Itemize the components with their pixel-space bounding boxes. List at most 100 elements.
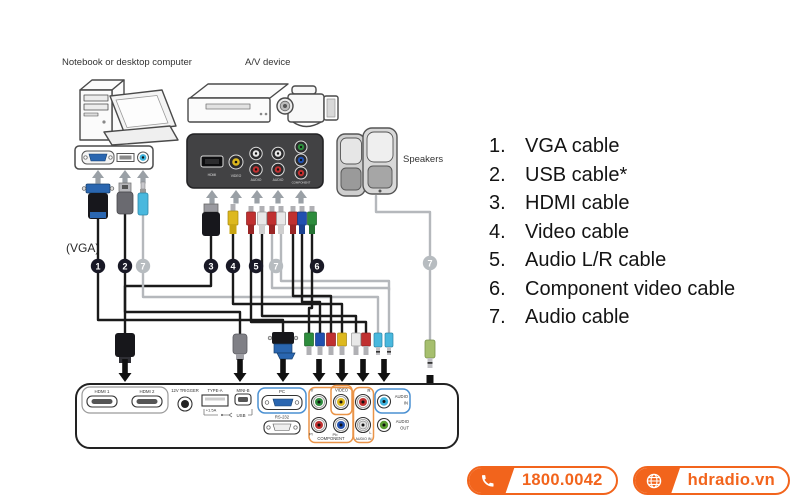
item-label: Component video cable	[525, 277, 736, 300]
item-label: HDMI cable	[525, 192, 630, 214]
svg-text:7: 7	[427, 258, 432, 268]
port-label-video: VIDEO	[335, 388, 349, 393]
projector-panel: HDMI 1 HDMI 2 12V TRIGGER TYPE-A +1.5A M…	[75, 383, 459, 449]
rca-plug-red-bottom	[361, 332, 371, 355]
marker-5: 5	[248, 258, 264, 274]
camcorder-illustration	[276, 85, 339, 128]
arrow-up-icon	[251, 190, 263, 204]
port-label-mini-b: MINI-B	[236, 388, 249, 393]
item-label: Video cable	[525, 220, 630, 243]
item-label: Audio cable	[525, 306, 630, 328]
item-label: VGA cable	[525, 135, 620, 157]
av-io-panel: HDMI VIDEO AUDIO AUDIO COMPON	[186, 133, 324, 189]
rca-plug-white-top-5	[257, 206, 267, 234]
item-number: 2.	[489, 163, 506, 186]
svg-text:VIDEO: VIDEO	[231, 174, 242, 178]
rca-plug-red-top-7	[267, 206, 277, 234]
speakers-illustration	[336, 127, 398, 197]
arrow-down-icon	[276, 359, 290, 382]
footer-badges: 1800.0042 hdradio.vn	[466, 466, 790, 495]
label-audio-out-2: OUT	[400, 426, 409, 431]
cable-list-item-7: 7.Audio cable	[489, 307, 789, 327]
arrow-up-icon	[137, 170, 149, 184]
svg-text:6: 6	[314, 261, 319, 271]
av-audio-port-1: AUDIO	[249, 146, 263, 182]
rca-plug-yellow-bottom	[337, 332, 347, 355]
av-hdmi-label: HDMI	[208, 173, 217, 177]
svg-text:7: 7	[273, 261, 278, 271]
arrow-down-icon	[335, 359, 349, 382]
item-number: 5.	[489, 249, 506, 271]
item-label: USB cable*	[525, 163, 628, 186]
marker-2: 2	[117, 258, 133, 274]
arrow-up-icon	[230, 190, 242, 204]
svg-text:4: 4	[230, 261, 235, 271]
group-label-audio: AUDIO IN	[356, 437, 372, 441]
rca-plug-yellow-top	[227, 204, 239, 234]
cable-list-item-1: 1.VGA cable	[489, 136, 789, 156]
audio-cable-computer	[141, 213, 380, 335]
component-plugs-bottom	[304, 332, 336, 355]
speaker-audio-cable	[374, 194, 432, 342]
hdmi-connector-top	[202, 203, 220, 236]
phone-badge: 1800.0042	[466, 466, 618, 495]
item-number: 3.	[489, 192, 506, 214]
svg-text:5: 5	[253, 261, 258, 271]
audio-minijack-plugs-bottom	[373, 332, 394, 355]
speaker-plug-green	[424, 339, 436, 368]
label-audio-out-1: AUDIO	[396, 419, 410, 424]
computer-vga-port	[88, 153, 108, 162]
website-badge: hdradio.vn	[632, 466, 790, 495]
computer-io-panel	[74, 145, 154, 170]
website-url: hdradio.vn	[687, 471, 775, 489]
vga-connector-top	[81, 183, 115, 219]
svg-text:3: 3	[208, 261, 213, 271]
audio-cable-av-white	[279, 232, 391, 292]
hdmi-cable	[123, 234, 213, 335]
port-label-hdmi2: HDMI 2	[140, 389, 155, 394]
vga-connector-bottom	[267, 332, 299, 360]
marker-7-speakers: 7	[422, 255, 438, 271]
cable-list-item-5: 5. Audio L/R cable	[489, 250, 789, 270]
cable-list-item-3: 3. HDMI cable	[489, 193, 789, 213]
arrow-down-icon	[377, 359, 391, 382]
av-video-port: VIDEO	[228, 154, 244, 178]
phone-icon	[469, 466, 515, 495]
dvd-player-illustration	[187, 83, 289, 123]
component-cable-3	[307, 232, 314, 335]
globe-icon	[635, 466, 681, 495]
label-computer: Notebook or desktop computer	[62, 57, 192, 68]
audio-r-port	[354, 393, 372, 411]
computer-illustration	[79, 79, 179, 146]
cable-markers: 1 2 7 3 4 5 7 6 7	[90, 255, 438, 274]
port-label-hdmi1: HDMI 1	[95, 389, 110, 394]
cable-list-item-2: 2. USB cable*	[489, 165, 789, 185]
item-label: Audio L/R cable	[525, 249, 667, 271]
arrow-up-icon	[295, 190, 307, 204]
arrow-up-icon	[92, 170, 104, 184]
phone-number: 1800.0042	[521, 471, 603, 489]
rca-plug-red-top-5	[246, 206, 256, 234]
cables	[96, 194, 432, 342]
marker-1: 1	[90, 258, 106, 274]
av-audio-port-2: AUDIO	[271, 146, 285, 182]
arrow-up-icon	[206, 190, 218, 204]
usb-connector-top	[116, 182, 134, 215]
port-label-l: L	[369, 430, 372, 435]
cable-list: 1.VGA cable 2.USB cable* 3.HDMI cable 4.…	[489, 136, 789, 336]
hdmi-connector-bottom	[115, 333, 135, 363]
arrow-down-icon	[312, 359, 326, 382]
arrow-up-icon	[119, 170, 131, 184]
video-port	[332, 393, 350, 411]
audio-plug-top	[137, 181, 149, 216]
audio-in-port	[376, 394, 392, 409]
marker-7-computer: 7	[135, 258, 151, 274]
port-label-rs232: RS-232	[275, 415, 290, 420]
label-audio-in-1: AUDIO	[395, 394, 409, 399]
port-label-type-a: TYPE-A	[207, 388, 222, 393]
audio-l-port	[354, 416, 372, 434]
svg-text:7: 7	[140, 261, 145, 271]
port-label-pb: Pb	[333, 432, 339, 437]
svg-text:AUDIO: AUDIO	[273, 178, 284, 182]
